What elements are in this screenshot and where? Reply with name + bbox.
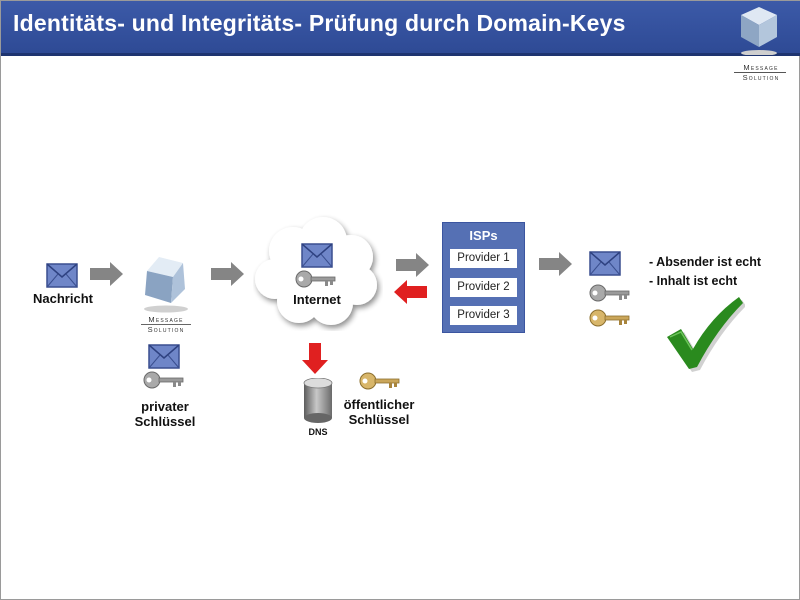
- private-key-label-line1: privater: [141, 399, 189, 414]
- provider-3: Provider 3: [450, 306, 517, 325]
- dns-label: DNS: [308, 427, 328, 437]
- private-key-label: privater Schlüssel: [125, 399, 205, 429]
- cloud-envelope-icon: [301, 243, 333, 268]
- public-key-label-line1: öffentlicher: [343, 397, 415, 412]
- signed-envelope-icon: [148, 344, 180, 369]
- dns-database-icon: [303, 378, 333, 423]
- flow-arrow-right-icon: [211, 262, 244, 286]
- result-private-key-icon: [589, 284, 630, 302]
- internet-label: Internet: [293, 292, 341, 307]
- server-logo-line1: Message: [148, 315, 184, 324]
- server-logo-divider: [141, 324, 191, 325]
- lookup-arrow-down-icon: [302, 343, 328, 374]
- title-underline: [1, 53, 800, 56]
- isp-box: ISPs Provider 1 Provider 2 Provider 3: [442, 222, 525, 333]
- message-label: Nachricht: [33, 291, 93, 306]
- flow-arrow-right-icon: [90, 262, 123, 286]
- return-arrow-left-icon: [394, 280, 427, 304]
- provider-1: Provider 1: [450, 249, 517, 268]
- private-key-icon: [143, 371, 184, 389]
- result-sender-authentic: - Absender ist echt: [649, 255, 762, 269]
- result-content-authentic: - Inhalt ist echt: [649, 274, 738, 288]
- message-solution-cube-icon: [741, 7, 777, 55]
- checkmark-icon: [667, 297, 745, 372]
- logo-divider: [734, 72, 786, 73]
- result-public-key-icon: [589, 309, 630, 327]
- server-logo-line2: Solution: [147, 325, 185, 334]
- logo-text-line2: Solution: [742, 73, 780, 82]
- isp-title: ISPs: [469, 228, 498, 243]
- provider-2: Provider 2: [450, 278, 517, 297]
- page-title: Identitäts- und Integritäts- Prüfung dur…: [13, 10, 626, 36]
- public-key-label-line2: Schlüssel: [348, 412, 410, 427]
- title-bar: Identitäts- und Integritäts- Prüfung dur…: [1, 1, 800, 53]
- cloud-key-icon: [295, 270, 336, 288]
- flow-arrow-right-icon: [539, 252, 572, 276]
- flow-arrow-right-icon: [396, 253, 429, 277]
- message-solution-server-icon: [144, 257, 188, 313]
- private-key-label-line2: Schlüssel: [134, 414, 196, 429]
- public-key-icon: [359, 372, 400, 390]
- logo-text-line1: Message: [743, 63, 779, 72]
- message-envelope-icon: [46, 263, 78, 288]
- verified-envelope-icon: [589, 251, 621, 276]
- public-key-label: öffentlicher Schlüssel: [337, 397, 421, 427]
